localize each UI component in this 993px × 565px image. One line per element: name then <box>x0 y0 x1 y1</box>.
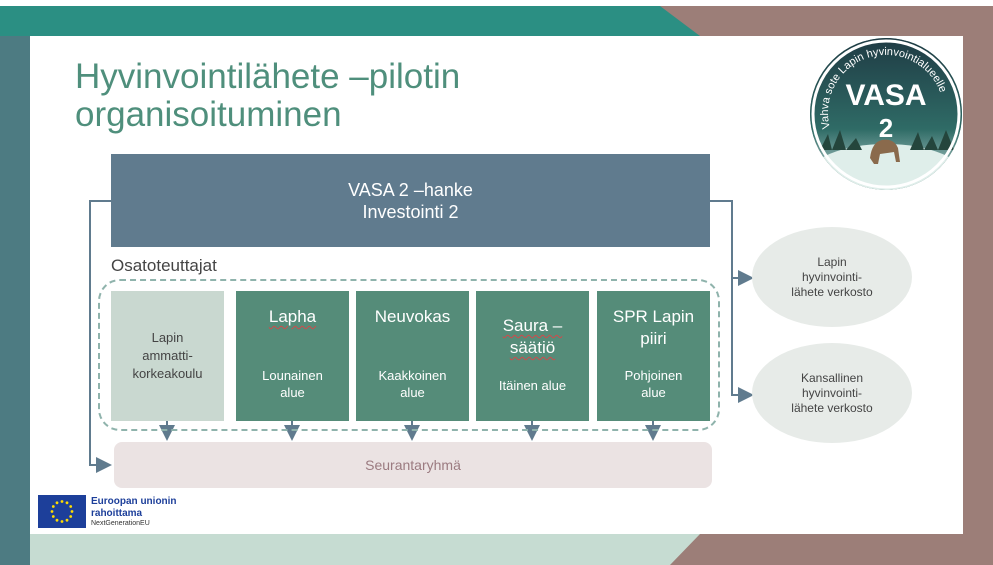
partner-region: Itäinen alue <box>476 377 589 394</box>
partner-name: SPR Lapin piiri <box>597 306 710 350</box>
project-box: VASA 2 –hanke Investointi 2 <box>111 154 710 247</box>
eu-stars-icon <box>50 500 74 523</box>
network-line: lähete verkosto <box>791 284 873 299</box>
partner-name-line: ammatti- <box>142 348 193 363</box>
partner-region-line: alue <box>280 385 305 400</box>
connector-to-monitoring <box>89 200 112 473</box>
monitoring-group-box: Seurantaryhmä <box>114 442 712 488</box>
badge-trees-right <box>910 130 954 150</box>
partner-box-lapha: Lapha Lounainen alue <box>236 291 349 421</box>
partner-name-line: säätiö <box>509 338 556 357</box>
partner-box-saura: Saura – säätiö Itäinen alue <box>476 291 589 421</box>
eu-line-1: Euroopan unionin <box>91 496 177 507</box>
reindeer-icon <box>870 139 900 164</box>
connector-to-national-network <box>710 200 754 403</box>
network-oval-lapland: Lapin hyvinvointi- lähete verkosto <box>752 227 912 327</box>
eu-funding-text: Euroopan unionin rahoittama <box>91 496 177 520</box>
eu-nextgen-text: NextGenerationEU <box>91 520 150 527</box>
partners-group-outline <box>98 279 720 431</box>
partner-region-line: alue <box>641 385 666 400</box>
partner-box-neuvokas: Neuvokas Kaakkoinen alue <box>356 291 469 421</box>
slide-title-line-1: Hyvinvointilähete –pilotin <box>75 57 461 96</box>
partner-region-line: Lounainen <box>262 368 323 383</box>
network-line: lähete verkosto <box>791 400 873 415</box>
partner-name-line: Neuvokas <box>374 307 451 326</box>
partner-name-line: Saura – <box>502 316 563 335</box>
badge-vasa-text: VASA <box>845 79 927 112</box>
partner-region-line: Itäinen alue <box>498 378 567 393</box>
partner-name-line: SPR Lapin <box>612 307 695 326</box>
partner-name-line: piiri <box>640 329 667 348</box>
partner-box-spr: SPR Lapin piiri Pohjoinen alue <box>597 291 710 421</box>
project-box-line-1: VASA 2 –hanke <box>348 179 473 200</box>
partner-region: Kaakkoinen alue <box>356 367 469 401</box>
badge-trees-left <box>820 130 862 150</box>
top-teal-band-left <box>0 6 700 36</box>
partners-label: Osatoteuttajat <box>111 256 217 275</box>
partner-region-line: Kaakkoinen <box>378 368 447 383</box>
partner-region-line: Pohjoinen <box>624 368 683 383</box>
network-line: Lapin <box>817 254 847 269</box>
slide-title-line-2: organisoituminen <box>75 95 342 134</box>
partner-name-line: korkeakoulu <box>132 366 203 381</box>
partner-region: Pohjoinen alue <box>597 367 710 401</box>
slide-title: Hyvinvointilähete –pilotin organisoitumi… <box>75 58 460 134</box>
partner-region-line: alue <box>400 385 425 400</box>
partner-region: Lounainen alue <box>236 367 349 401</box>
partner-name-line: Lapha <box>268 307 317 326</box>
bottom-mint-band <box>30 534 700 565</box>
network-line: hyvinvointi- <box>801 385 863 400</box>
partner-name: Neuvokas <box>356 306 469 328</box>
left-slate-band <box>0 36 30 565</box>
partner-name: Lapha <box>236 306 349 328</box>
partner-name: Lapin ammatti- korkeakoulu <box>111 329 224 383</box>
partner-name-line: Lapin <box>151 330 184 345</box>
badge-snow <box>810 144 962 190</box>
badge-number: 2 <box>878 113 894 143</box>
network-line: hyvinvointi- <box>801 269 863 284</box>
project-box-line-2: Investointi 2 <box>362 201 459 222</box>
eu-line-2: rahoittama <box>91 508 143 519</box>
partner-box-lapin-amk: Lapin ammatti- korkeakoulu <box>111 291 224 421</box>
partner-name: Saura – säätiö <box>476 315 589 359</box>
top-white-strip <box>0 0 993 6</box>
vasa2-badge: Vahva sote Lapin hyvinvointialueelle VAS… <box>810 38 962 190</box>
badge-artwork: Vahva sote Lapin hyvinvointialueelle <box>810 38 962 190</box>
eu-flag-icon <box>38 495 86 528</box>
network-oval-national: Kansallinen hyvinvointi- lähete verkosto <box>752 343 912 443</box>
network-line: Kansallinen <box>800 370 864 385</box>
